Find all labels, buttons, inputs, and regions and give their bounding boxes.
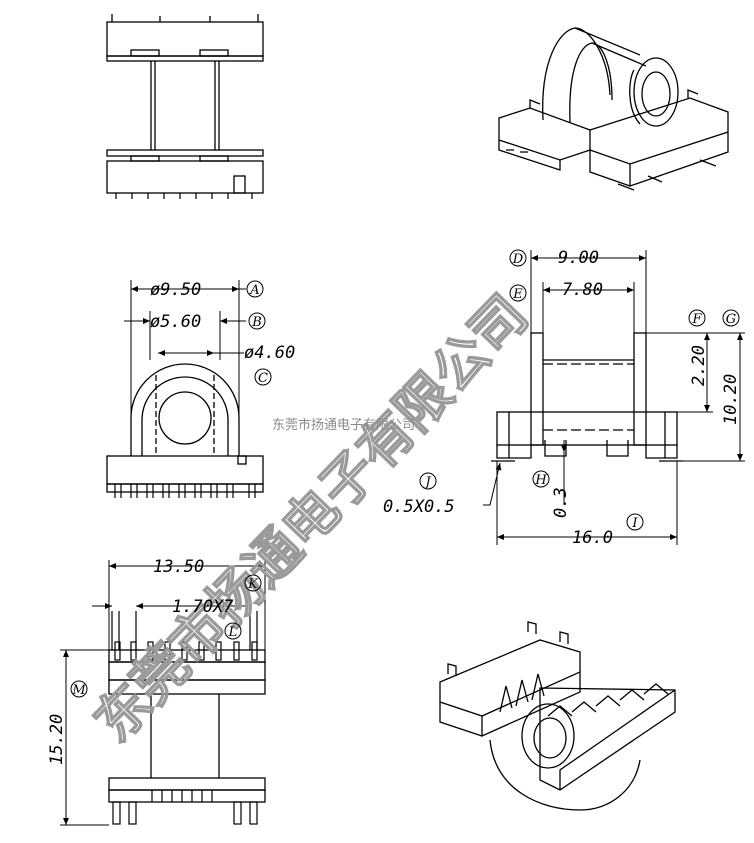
isometric-view-top <box>498 27 729 191</box>
dim-width-160: 16.0 <box>572 528 613 548</box>
watermark-large: 东莞市扬通电子有限公司 <box>82 283 540 754</box>
dimension-labels: ø9.50 ø5.60 ø4.60 9.00 7.80 2.20 10.20 0… <box>47 248 741 765</box>
tag-G: G <box>726 312 736 327</box>
bottom-view-dimensions <box>60 560 266 826</box>
tag-K: K <box>247 577 259 592</box>
tag-L: L <box>228 625 238 640</box>
dim-width-1350: 13.50 <box>153 557 204 577</box>
end-view-dimensions <box>124 280 246 456</box>
tag-I: I <box>631 516 638 531</box>
dim-height-03: 0.3 <box>551 487 571 518</box>
dim-width-780: 7.80 <box>562 280 603 300</box>
dim-height-1020: 10.20 <box>721 374 741 425</box>
end-view <box>106 363 264 498</box>
isometric-view-bottom <box>439 621 676 811</box>
side-view-dimensions <box>483 250 745 545</box>
bottom-view <box>108 611 266 825</box>
tag-M: M <box>71 683 86 698</box>
tag-H: H <box>534 473 547 488</box>
watermark-small: 东莞市扬通电子有限公司 <box>272 417 415 433</box>
dim-width-900: 9.00 <box>558 248 599 268</box>
tag-D: D <box>512 252 524 267</box>
tag-J: J <box>422 475 431 490</box>
side-view <box>491 332 683 462</box>
tag-A: A <box>249 283 259 298</box>
reference-tags <box>70 249 740 698</box>
dim-diameter-560: ø5.60 <box>150 312 201 332</box>
front-view <box>106 14 264 199</box>
dim-pin-05x05: 0.5X0.5 <box>383 497 455 517</box>
tag-C: C <box>258 371 268 386</box>
dim-diameter-950: ø9.50 <box>150 280 201 300</box>
tag-F: F <box>691 312 702 327</box>
dim-height-1520: 15.20 <box>47 714 67 765</box>
watermark: 东莞市扬通电子有限公司 东莞市扬通电子有限公司 <box>81 282 541 755</box>
dim-height-220: 2.20 <box>689 345 709 386</box>
dim-pitch-170x7: 1.70X7 <box>172 597 234 617</box>
reference-tag-letters: A B C D E F G H J I K L M <box>71 252 736 698</box>
tag-B: B <box>251 315 262 330</box>
tag-E: E <box>512 287 523 302</box>
dim-diameter-460: ø4.60 <box>244 343 295 363</box>
